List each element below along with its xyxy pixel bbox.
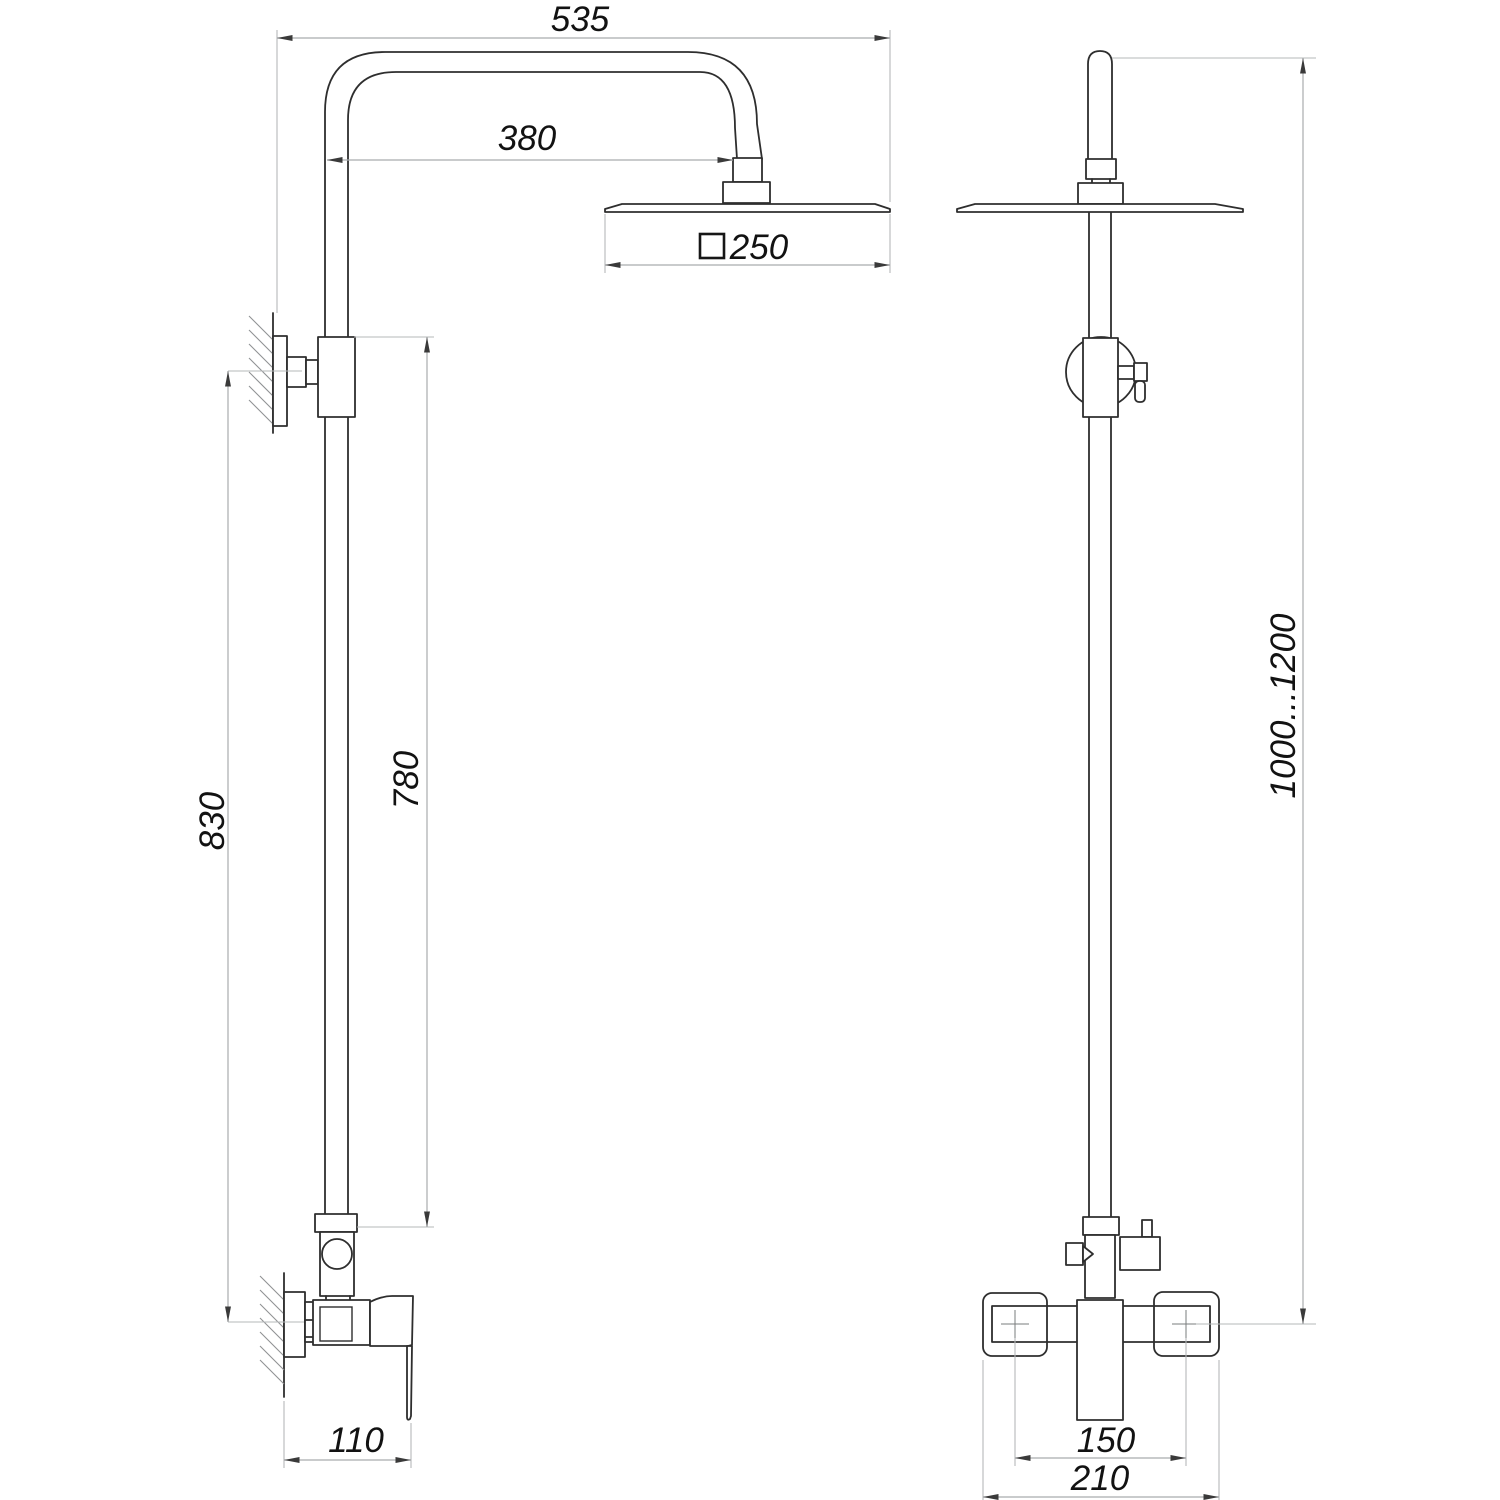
diverter-assembly-front (1065, 1216, 1161, 1299)
diverter-knob-tip (1082, 1245, 1094, 1263)
dimension-label-150: 150 (1077, 1421, 1136, 1460)
pipe-top-cap (1087, 50, 1113, 161)
diverter-knob (1065, 1242, 1084, 1266)
upper-wall-bracket (248, 312, 356, 434)
mixer-body-panel (319, 1306, 353, 1342)
arm-coupling-nut (732, 157, 763, 183)
overhead-shower-front (956, 158, 1244, 213)
riser-pipe (324, 414, 349, 1217)
square-symbol-icon (698, 232, 726, 260)
bracket-handle-lever (1134, 380, 1146, 403)
lever-handle-hub (369, 1295, 414, 1347)
dimension-label-210: 210 (1070, 1459, 1130, 1498)
center-marks (1001, 1310, 1200, 1338)
diverter-pin (1141, 1219, 1153, 1238)
diverter-body (1084, 1234, 1116, 1299)
shower-head-mount (1077, 182, 1124, 205)
bracket-wall-plate (272, 335, 288, 427)
dimension-label-250: 250 (729, 228, 789, 267)
wall-hatching (248, 315, 274, 425)
wall-hatching (259, 1275, 285, 1385)
dimension-label-780: 780 (387, 750, 426, 809)
diverter-assembly (314, 1213, 358, 1302)
side-view: 535 380 250 830 780 110 (193, 0, 891, 1468)
front-view-dimensions: 1000...1200 150 210 (982, 57, 1316, 1500)
diverter-knob (321, 1238, 353, 1270)
mixer-spout-body (1076, 1299, 1124, 1421)
lower-coupling-nut (314, 1213, 358, 1233)
lever-handle-blade (406, 1345, 413, 1421)
bracket-connector (286, 356, 307, 388)
riser-pipe-front (1087, 50, 1113, 1219)
shower-head-mount (722, 181, 771, 204)
mixer-side (259, 1272, 414, 1421)
shower-head-plate (604, 203, 891, 213)
upper-wall-bracket-front (1065, 336, 1148, 418)
bracket-neck (305, 359, 319, 385)
bracket-slider-block (1082, 337, 1119, 418)
shower-head-plate (956, 203, 1244, 213)
dimension-label-535: 535 (551, 0, 610, 39)
front-view: 1000...1200 150 210 (956, 50, 1316, 1500)
dimension-label-height-range: 1000...1200 (1264, 613, 1303, 798)
side-view-dimensions: 535 380 250 830 780 110 (193, 0, 891, 1468)
overhead-shower (604, 157, 891, 213)
dimension-label-830: 830 (193, 791, 232, 850)
dimension-label-110: 110 (328, 1421, 384, 1460)
bracket-handle-stem (1117, 365, 1135, 380)
mixer-wall-plate (283, 1291, 306, 1358)
arm-coupling-nut (1085, 158, 1117, 180)
dimension-label-380: 380 (498, 119, 557, 158)
lower-coupling-nut (1082, 1216, 1120, 1236)
mixer-front (982, 1291, 1220, 1421)
shower-arm (324, 51, 763, 341)
bracket-handle-knob (1133, 362, 1148, 382)
diverter-side-block (1119, 1236, 1161, 1271)
bracket-slider-block (317, 336, 356, 418)
